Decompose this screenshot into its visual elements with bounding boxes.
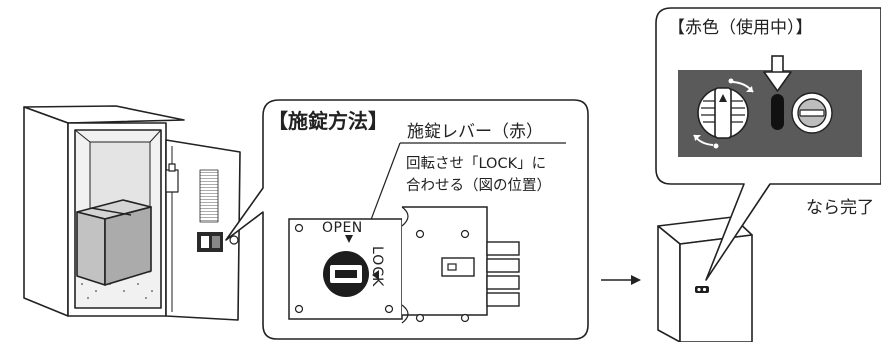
dial-open-label: OPEN [322,220,363,236]
red-indicator [771,94,784,130]
lock-lever-label: 施錠レバー（赤） [407,122,543,142]
instruction-line-1: 回転させ「LOCK」に [406,156,547,172]
in-use-status-title: 【赤色（使用中）】 [668,18,813,38]
lock-method-callout [225,99,589,340]
indicator-arrow-icon [763,55,792,92]
open-locker-illustration [23,105,241,321]
instruction-line-2: 合わせる（図の位置） [406,178,551,194]
closed-locker-illustration [657,216,753,342]
in-use-status-callout [655,7,881,281]
dial-lock-label: LOCK [369,246,385,288]
lock-dial [323,235,379,297]
next-arrow-icon [601,275,641,285]
status-dial [693,78,754,149]
key-cylinder [791,92,833,134]
result-text: なら完了 [806,198,874,218]
lock-method-title: 【施錠方法】 [268,109,388,133]
